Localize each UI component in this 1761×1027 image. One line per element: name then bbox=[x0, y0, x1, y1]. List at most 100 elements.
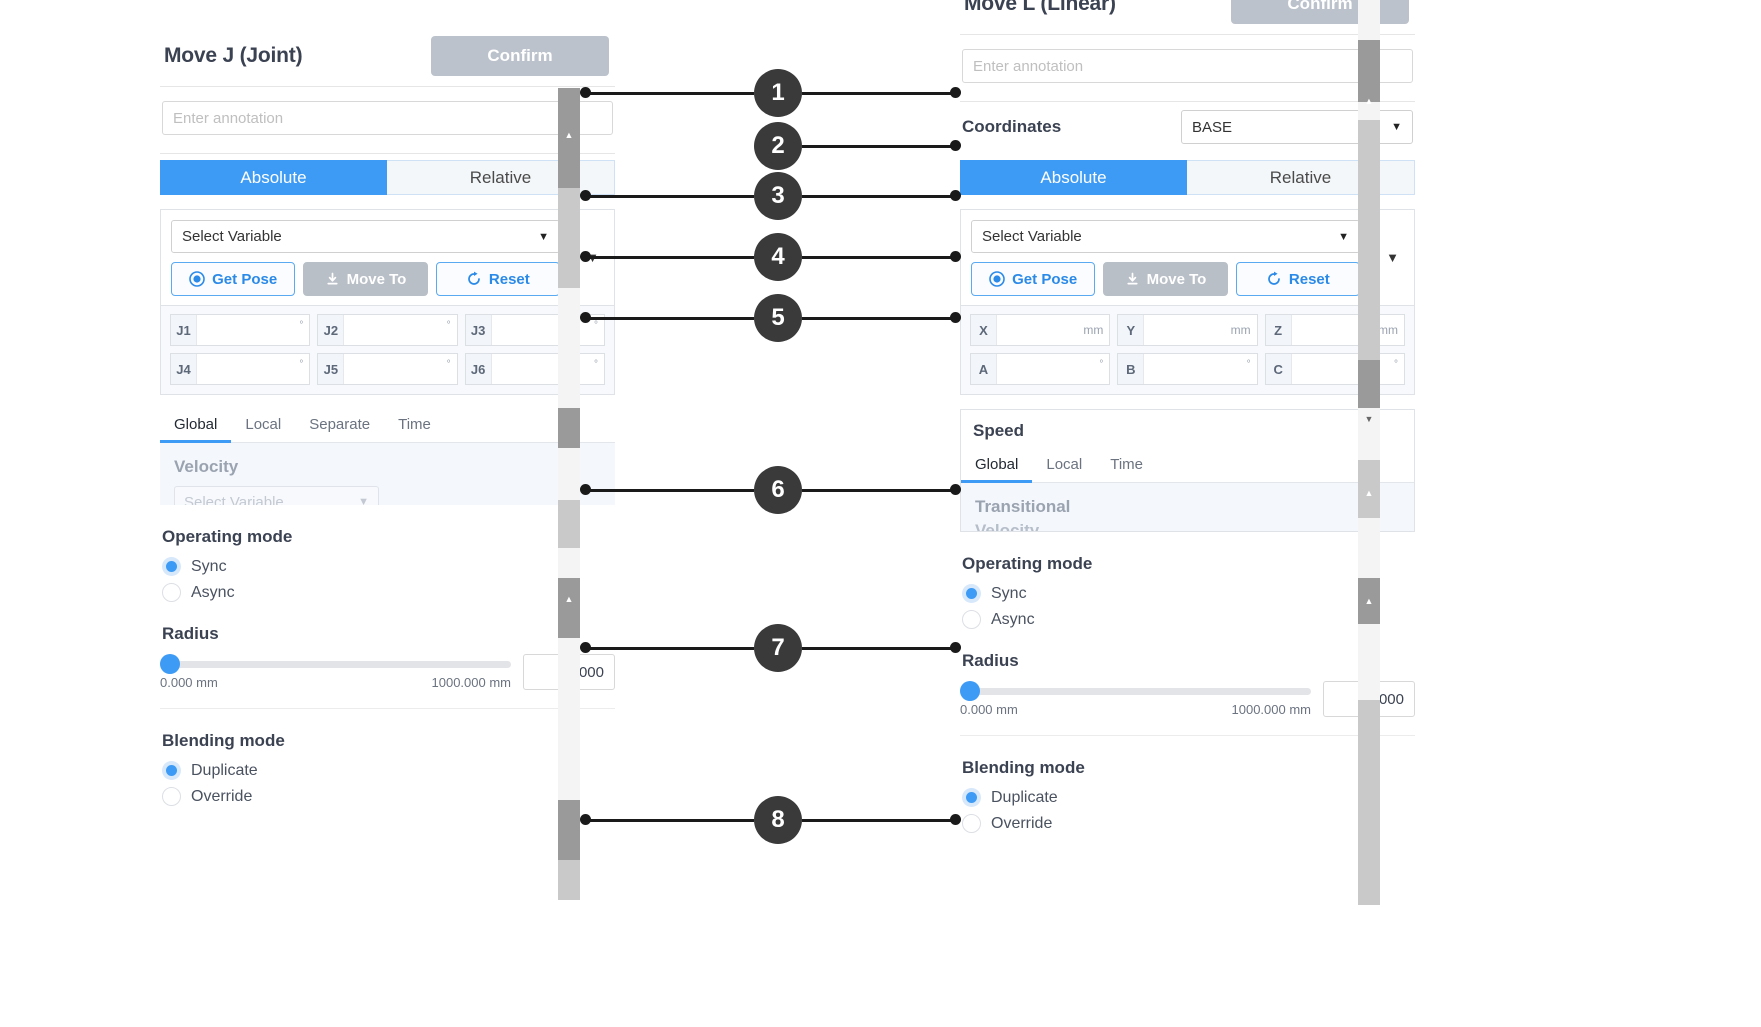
tab-time-l[interactable]: Time bbox=[1110, 456, 1143, 473]
radio-icon-async-j bbox=[162, 583, 181, 602]
cartesian-field-c[interactable]: C ° bbox=[1264, 353, 1405, 385]
tab-separate-j[interactable]: Separate bbox=[309, 416, 371, 433]
joint-value-j4[interactable] bbox=[197, 354, 300, 384]
callout-marker-3: 3 bbox=[754, 172, 802, 220]
radius-min-label-j: 0.000 mm bbox=[160, 675, 218, 690]
tab-local-j[interactable]: Local bbox=[245, 416, 282, 433]
radio-async-l[interactable]: Async bbox=[962, 610, 1415, 629]
move-j-header: Move J (Joint) Confirm bbox=[160, 30, 615, 82]
reset-button-j[interactable]: Reset bbox=[435, 262, 560, 296]
joint-field-j6[interactable]: J6 ° bbox=[464, 353, 605, 385]
scrollbar-move-l[interactable]: ▲ ▼ ▲ ▲ bbox=[1358, 0, 1380, 905]
scrollbar-thumb-5-l[interactable] bbox=[1358, 578, 1380, 624]
blending-mode-heading-l: Blending mode bbox=[962, 758, 1085, 777]
variable-select-l[interactable]: Select Variable ▼ bbox=[971, 220, 1360, 253]
tab-global-j[interactable]: Global bbox=[160, 409, 232, 443]
scrollbar-thumb-6-j[interactable] bbox=[558, 800, 580, 860]
joint-value-j5[interactable] bbox=[344, 354, 447, 384]
cartesian-field-x[interactable]: X mm bbox=[970, 314, 1111, 346]
chevron-up-icon[interactable]: ▲ bbox=[1364, 596, 1374, 606]
cartesian-value-b[interactable] bbox=[1144, 354, 1247, 384]
cartesian-unit-y: mm bbox=[1230, 323, 1251, 337]
radio-override-j[interactable]: Override bbox=[162, 787, 615, 806]
tab-local-l[interactable]: Local bbox=[1046, 456, 1083, 473]
get-pose-button-j[interactable]: Get Pose bbox=[171, 262, 296, 296]
cartesian-field-z[interactable]: Z mm bbox=[1264, 314, 1405, 346]
radius-slider-l[interactable]: 0.000 mm 1000.000 mm bbox=[960, 681, 1311, 717]
scrollbar-thumb-5-j[interactable] bbox=[558, 578, 580, 638]
radius-slider-j[interactable]: 0.000 mm 1000.000 mm bbox=[160, 654, 511, 690]
radio-sync-j[interactable]: Sync bbox=[162, 557, 615, 576]
callout-line-right-8 bbox=[802, 819, 955, 822]
joint-field-j2[interactable]: J2 ° bbox=[317, 314, 458, 346]
get-pose-button-l[interactable]: Get Pose bbox=[971, 262, 1096, 296]
move-to-button-l[interactable]: Move To bbox=[1103, 262, 1228, 296]
annotation-input-l[interactable] bbox=[962, 49, 1413, 83]
radius-max-label-j: 1000.000 mm bbox=[431, 675, 512, 690]
velocity-select-j[interactable]: Select Variable ▼ bbox=[174, 486, 379, 505]
chevron-up-icon[interactable]: ▲ bbox=[1364, 488, 1374, 498]
download-icon bbox=[325, 272, 340, 287]
joint-field-j1[interactable]: J1 ° bbox=[170, 314, 311, 346]
annotation-input-j[interactable] bbox=[162, 101, 613, 135]
scrollbar-thumb-4-l[interactable] bbox=[1358, 460, 1380, 518]
radius-track-j[interactable] bbox=[160, 661, 511, 668]
scrollbar-thumb-6-l[interactable] bbox=[1358, 700, 1380, 905]
joint-field-j5[interactable]: J5 ° bbox=[317, 353, 458, 385]
chevron-down-icon: ▼ bbox=[358, 496, 369, 505]
joint-value-j2[interactable] bbox=[344, 315, 447, 345]
divider bbox=[160, 708, 615, 709]
scrollbar-thumb-7-j[interactable] bbox=[558, 860, 580, 900]
cartesian-value-x[interactable] bbox=[997, 315, 1084, 345]
chevron-up-icon[interactable]: ▲ bbox=[564, 130, 574, 140]
joint-field-j3[interactable]: J3 ° bbox=[464, 314, 605, 346]
radius-track-l[interactable] bbox=[960, 688, 1311, 695]
tab-absolute-j[interactable]: Absolute bbox=[160, 160, 387, 195]
divider bbox=[960, 34, 1415, 35]
divider bbox=[960, 735, 1415, 736]
radio-async-j[interactable]: Async bbox=[162, 583, 615, 602]
radius-ticks-j: 0.000 mm 1000.000 mm bbox=[160, 675, 511, 690]
tab-relative-l[interactable]: Relative bbox=[1187, 160, 1415, 195]
scrollbar-thumb-2-j[interactable] bbox=[558, 188, 580, 288]
radius-knob-l[interactable] bbox=[960, 681, 980, 701]
scrollbar-thumb-1-j[interactable] bbox=[558, 88, 580, 188]
radius-slider-wrap-l: 0.000 mm 1000.000 mm 0.000 bbox=[960, 681, 1415, 717]
joint-value-j1[interactable] bbox=[197, 315, 300, 345]
radio-duplicate-j[interactable]: Duplicate bbox=[162, 761, 615, 780]
scrollbar-thumb-3-j[interactable] bbox=[558, 408, 580, 448]
reset-button-l[interactable]: Reset bbox=[1235, 262, 1360, 296]
radio-override-l[interactable]: Override bbox=[962, 814, 1415, 833]
radio-icon-duplicate-j bbox=[162, 761, 181, 780]
chevron-down-icon[interactable]: ▼ bbox=[1364, 414, 1374, 424]
move-to-button-j[interactable]: Move To bbox=[303, 262, 428, 296]
operating-mode-heading-l: Operating mode bbox=[962, 554, 1093, 573]
cartesian-field-y[interactable]: Y mm bbox=[1117, 314, 1258, 346]
scrollbar-thumb-2-l[interactable] bbox=[1358, 120, 1380, 360]
cartesian-field-a[interactable]: A ° bbox=[970, 353, 1111, 385]
tab-relative-j[interactable]: Relative bbox=[387, 160, 615, 195]
cartesian-field-b[interactable]: B ° bbox=[1117, 353, 1258, 385]
radio-sync-l[interactable]: Sync bbox=[962, 584, 1415, 603]
radius-heading-j: Radius bbox=[162, 624, 219, 643]
cartesian-value-y[interactable] bbox=[1144, 315, 1231, 345]
radius-knob-j[interactable] bbox=[160, 654, 180, 674]
chevron-up-icon[interactable]: ▲ bbox=[564, 594, 574, 604]
tab-absolute-l[interactable]: Absolute bbox=[960, 160, 1187, 195]
radio-duplicate-l[interactable]: Duplicate bbox=[962, 788, 1415, 807]
chevron-up-icon[interactable]: ▲ bbox=[1364, 96, 1374, 106]
radio-icon-async-l bbox=[962, 610, 981, 629]
confirm-button-move-j[interactable]: Confirm bbox=[431, 36, 609, 76]
confirm-button-move-l[interactable]: Confirm bbox=[1231, 0, 1409, 24]
cartesian-tag-b: B bbox=[1118, 354, 1145, 384]
tab-time-j[interactable]: Time bbox=[398, 416, 431, 433]
joint-field-j4[interactable]: J4 ° bbox=[170, 353, 311, 385]
tab-global-l[interactable]: Global bbox=[961, 449, 1033, 483]
scrollbar-thumb-3-l[interactable] bbox=[1358, 360, 1380, 408]
scrollbar-thumb-1-l[interactable] bbox=[1358, 40, 1380, 102]
variable-select-j[interactable]: Select Variable ▼ bbox=[171, 220, 560, 253]
scrollbar-move-j[interactable]: ▲ ▲ bbox=[558, 88, 580, 900]
cartesian-tag-a: A bbox=[971, 354, 997, 384]
scrollbar-thumb-4-j[interactable] bbox=[558, 500, 580, 548]
cartesian-value-a[interactable] bbox=[997, 354, 1100, 384]
